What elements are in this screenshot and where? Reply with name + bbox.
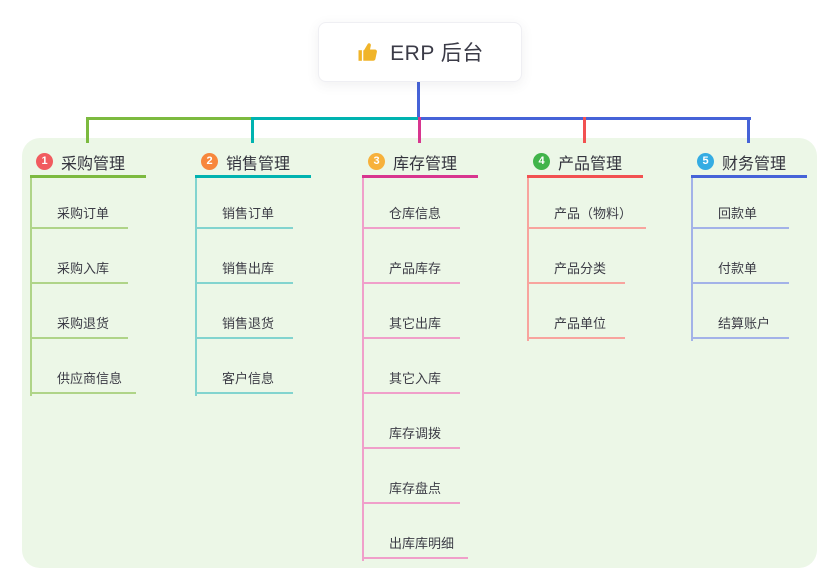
child-node: 产品单位: [528, 313, 625, 339]
child-node: 采购退货: [31, 313, 128, 339]
branch-drop-line: [583, 117, 586, 143]
child-node: 采购入库: [31, 258, 128, 284]
child-node: 库存盘点: [363, 478, 460, 504]
child-node-label: 仓库信息: [389, 206, 442, 221]
root-drop-line: [417, 82, 420, 117]
root-node-label: ERP 后台: [390, 42, 484, 65]
branch-underline: [527, 175, 643, 178]
child-node-label: 采购订单: [57, 206, 110, 221]
thumbs-up-icon: [356, 40, 380, 64]
branch-title: 财务管理: [722, 155, 787, 173]
child-node-label: 产品库存: [389, 261, 442, 276]
branch-4: 4 产品管理产品（物料） 产品分类产品单位: [527, 148, 687, 341]
child-node-label: 销售退货: [222, 316, 275, 331]
branches-panel: [22, 138, 817, 568]
child-node-label: 采购入库: [57, 261, 110, 276]
branch-drop-line: [251, 117, 254, 143]
branch-drop-line: [747, 117, 750, 143]
child-node-label: 销售订单: [222, 206, 275, 221]
trunk-line-left: [87, 117, 252, 120]
branch-title: 销售管理: [226, 155, 291, 173]
child-node-label: 采购退货: [57, 316, 110, 331]
branch-children-line: [362, 178, 364, 561]
branch-title: 库存管理: [393, 155, 458, 173]
child-node-label: 其它出库: [389, 316, 442, 331]
branch-drop-line: [86, 117, 89, 143]
branch-number-badge: 4: [533, 153, 550, 170]
child-node: 采购订单: [31, 203, 128, 229]
child-node-label: 结算账户: [718, 316, 771, 331]
child-node: 出库库明细: [363, 533, 469, 559]
child-node: 销售退货: [196, 313, 293, 339]
branch-number-badge: 5: [697, 153, 714, 170]
branch-children-line: [195, 178, 197, 396]
branch-node: 3 库存管理: [362, 148, 522, 175]
branch-underline: [30, 175, 146, 178]
child-node: 产品分类: [528, 258, 625, 284]
child-node-label: 库存盘点: [389, 481, 442, 496]
child-node: 结算账户: [692, 313, 789, 339]
branch-node: 5 财务管理: [691, 148, 839, 175]
branch-number-badge: 1: [36, 153, 53, 170]
child-node-label: 客户信息: [222, 371, 275, 386]
branch-drop-line: [418, 117, 421, 143]
root-node: ERP 后台: [318, 22, 522, 82]
child-node: 客户信息: [196, 368, 293, 394]
branch-underline: [362, 175, 478, 178]
branch-2: 2 销售管理销售订单销售出库销售退货客户信息: [195, 148, 355, 396]
branch-title: 采购管理: [61, 155, 126, 173]
child-node-label: 回款单: [718, 206, 758, 221]
branch-1: 1 采购管理采购订单采购入库采购退货供应商信息: [30, 148, 190, 396]
child-node: 其它入库: [363, 368, 460, 394]
child-node: 销售订单: [196, 203, 293, 229]
child-node: 产品（物料）: [528, 203, 647, 229]
child-node: 供应商信息: [31, 368, 137, 394]
child-node: 回款单: [692, 203, 789, 229]
branch-node: 2 销售管理: [195, 148, 355, 175]
branch-children-line: [691, 178, 693, 341]
child-node: 库存调拨: [363, 423, 460, 449]
branch-title: 产品管理: [558, 155, 623, 173]
branch-5: 5 财务管理回款单付款单结算账户: [691, 148, 839, 341]
child-node-label: 产品单位: [554, 316, 607, 331]
child-node-label: 出库库明细: [389, 536, 455, 551]
branch-underline: [691, 175, 807, 178]
branch-number-badge: 3: [368, 153, 385, 170]
child-node: 销售出库: [196, 258, 293, 284]
child-node: 产品库存: [363, 258, 460, 284]
child-node-label: 其它入库: [389, 371, 442, 386]
child-node: 付款单: [692, 258, 789, 284]
child-node-label: 产品分类: [554, 261, 607, 276]
branch-node: 1 采购管理: [30, 148, 190, 175]
child-node-label: 销售出库: [222, 261, 275, 276]
child-node-label: 库存调拨: [389, 426, 442, 441]
child-node: 仓库信息: [363, 203, 460, 229]
child-node: 其它出库: [363, 313, 460, 339]
branch-underline: [195, 175, 311, 178]
branch-number-badge: 2: [201, 153, 218, 170]
branch-node: 4 产品管理: [527, 148, 687, 175]
child-node-label: 供应商信息: [57, 371, 123, 386]
branch-children-line: [30, 178, 32, 396]
branch-3: 3 库存管理仓库信息产品库存其它出库其它入库库存调拨库存盘点出库库明细: [362, 148, 522, 561]
branch-children-line: [527, 178, 529, 341]
child-node-label: 付款单: [718, 261, 758, 276]
child-node-label: 产品（物料）: [554, 206, 633, 221]
trunk-line-mid: [252, 117, 419, 120]
